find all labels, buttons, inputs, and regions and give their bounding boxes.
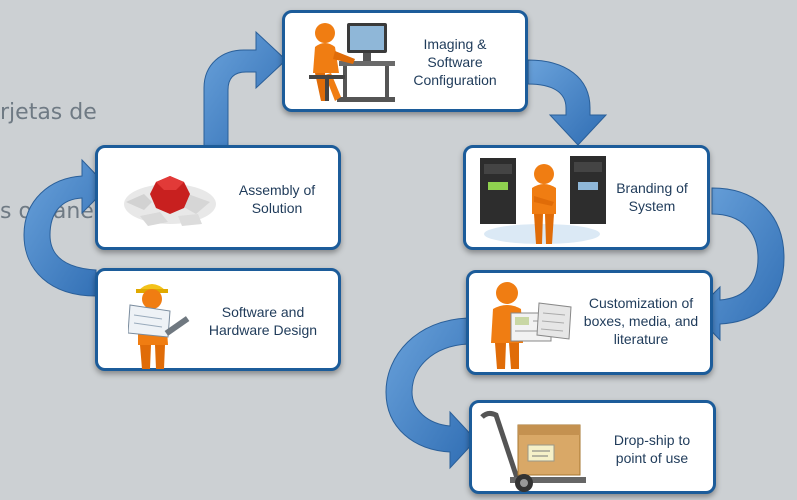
step-label-imaging: Imaging & Software Configuration [413,36,497,88]
figure-reading-manual-icon [491,282,572,369]
engineer-with-blueprint-icon [128,284,190,369]
step-label-design: Software and Hardware Design [208,304,318,338]
step-label-assembly: Assembly of Solution [238,182,316,216]
step-card-customization: Customization of boxes, media, and liter… [466,270,713,375]
arrow-assembly-to-imaging [203,30,287,151]
arrow-design-to-assembly [23,158,109,297]
background-text-line-1: rjetas de [0,100,97,125]
puzzle-pieces-icon [124,176,216,226]
hand-truck-with-box-icon [480,410,586,492]
arrow-customization-to-dropship [385,317,477,470]
figure-with-servers-icon [480,156,606,244]
step-label-branding: Branding of System [616,180,688,214]
step-label-customization: Customization of boxes, media, and liter… [583,295,699,347]
arrow-branding-to-customization [693,187,785,342]
step-label-dropship: Drop-ship to point of use [613,432,691,466]
step-card-design: Software and Hardware Design [95,268,341,371]
step-card-imaging: Imaging & Software Configuration [282,10,528,112]
arrow-imaging-to-branding [527,59,608,146]
step-card-dropship: Drop-ship to point of use [469,400,716,494]
step-card-branding: Branding of System [463,145,710,250]
figure-at-computer-icon [309,23,395,102]
step-card-assembly: Assembly of Solution [95,145,341,250]
